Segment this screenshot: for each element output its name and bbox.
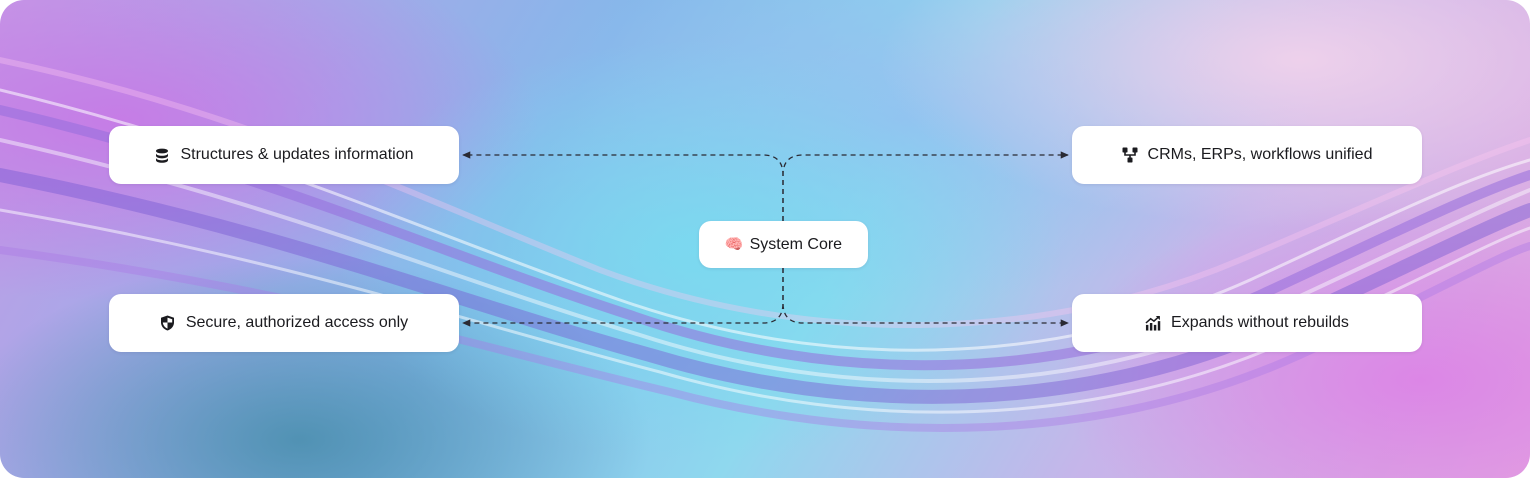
node-crms-erps: CRMs, ERPs, workflows unified [1072, 126, 1422, 184]
connector-bottom-left [462, 268, 784, 327]
node-structures-updates: Structures & updates information [109, 126, 459, 184]
node-label: Structures & updates information [180, 146, 414, 163]
node-expands: Expands without rebuilds [1072, 294, 1422, 352]
node-label: Secure, authorized access only [185, 314, 409, 331]
connector-bottom-right [782, 268, 1069, 327]
connector-top-left [462, 151, 784, 221]
connector-top-right [782, 151, 1069, 221]
sitemap-icon [1122, 147, 1138, 163]
node-label: System Core [749, 235, 843, 253]
brain-icon: 🧠 [724, 236, 744, 253]
node-label: Expands without rebuilds [1171, 314, 1349, 331]
shield-icon [160, 315, 176, 331]
node-label: CRMs, ERPs, workflows unified [1147, 146, 1373, 163]
growth-chart-icon [1145, 315, 1161, 331]
node-system-core: 🧠 System Core [699, 221, 868, 268]
node-secure-access: Secure, authorized access only [109, 294, 459, 352]
database-icon [154, 147, 170, 163]
